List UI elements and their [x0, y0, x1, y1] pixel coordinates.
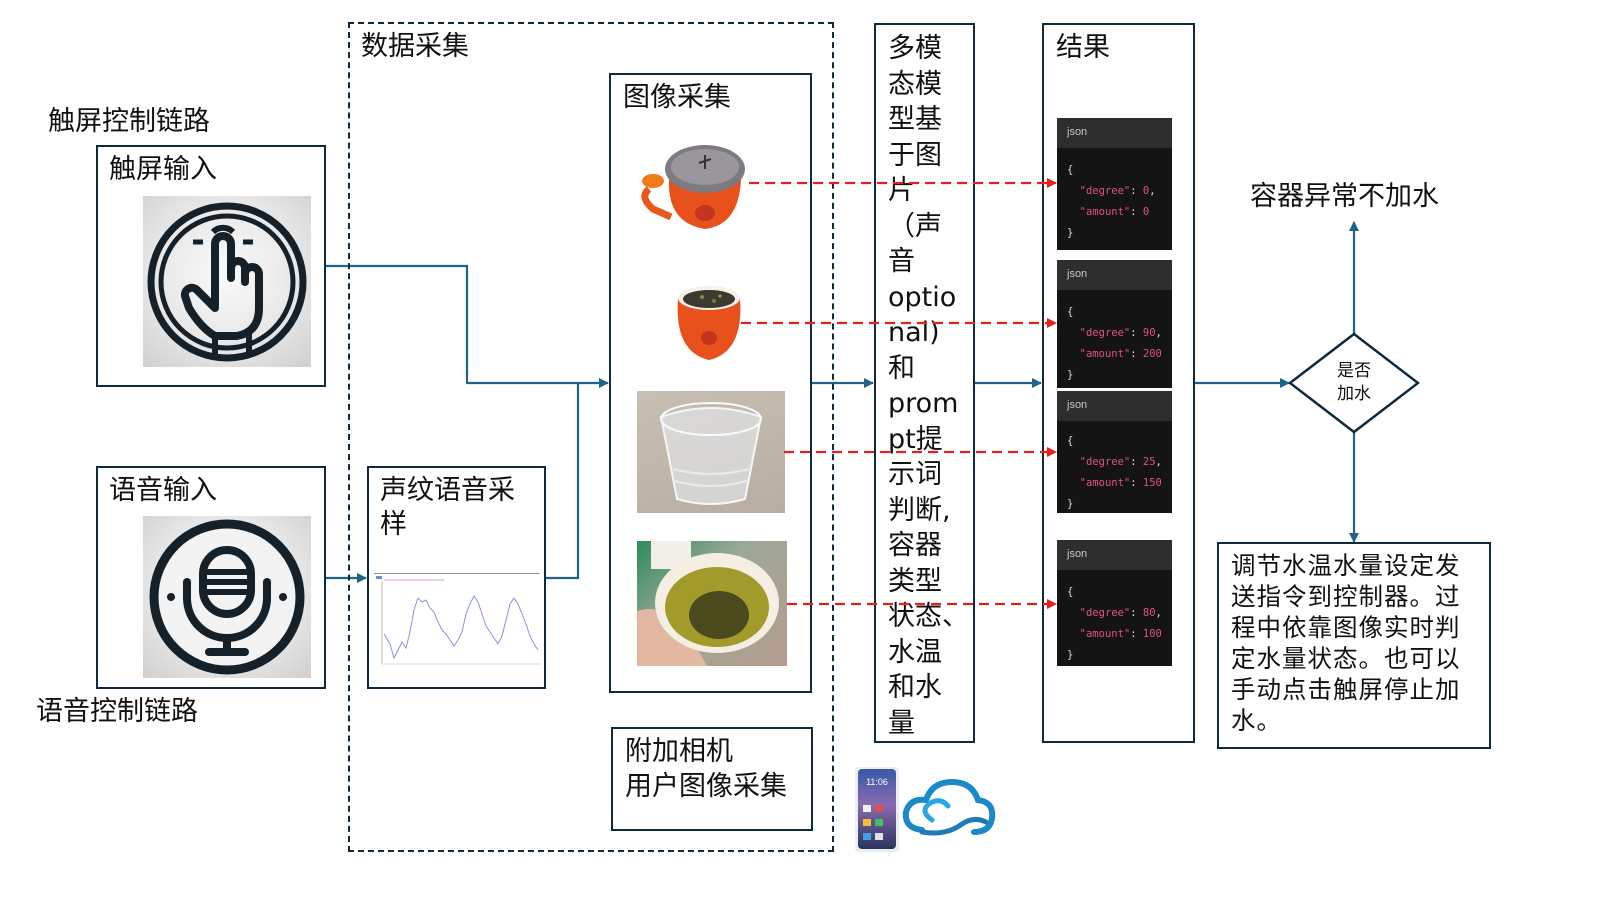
- json-result-card: json { "degree": 90, "amount": 200 }: [1057, 260, 1172, 388]
- model-text-line: 型基: [888, 104, 942, 135]
- model-text-line: nal): [888, 317, 940, 348]
- paper-cup-with-tea-image: [637, 541, 787, 666]
- voiceprint-sampling-title: 声纹语音采样: [380, 475, 515, 540]
- model-text-line: 类型: [888, 565, 942, 597]
- degree-value: 25: [1142, 456, 1156, 468]
- model-text-line: 片: [888, 175, 915, 206]
- model-text-line: 量: [888, 707, 915, 739]
- amount-value: 0: [1142, 206, 1150, 218]
- model-text-line: 水温: [888, 636, 942, 668]
- decision-label-line1: 是否: [1337, 361, 1371, 381]
- model-text-line: 音: [888, 246, 915, 277]
- model-text-line: 和水: [888, 672, 942, 703]
- model-text-line: pt提: [888, 423, 943, 455]
- model-text-line: 容器: [888, 530, 942, 561]
- model-text-line: 示词: [888, 459, 942, 490]
- extra-camera-line1: 附加相机: [625, 736, 733, 767]
- extra-camera-box: 附加相机 用户图像采集: [611, 727, 813, 831]
- results-title: 结果: [1056, 32, 1110, 63]
- amount-value: 150: [1142, 477, 1162, 489]
- degree-value: 0: [1142, 185, 1150, 197]
- model-text-line: 和: [888, 352, 915, 384]
- add-water-action-box: 调节水温水量设定发送指令到控制器。过程中依靠图像实时判定水量状态。也可以手动点击…: [1217, 542, 1491, 749]
- image-capture-title: 图像采集: [623, 82, 731, 113]
- model-text-line: （声: [888, 210, 942, 242]
- sampling-to-image-connector: [545, 383, 580, 580]
- model-text-line: optio: [888, 281, 957, 313]
- json-result-card: json { "degree": 80, "amount": 100 }: [1057, 540, 1172, 666]
- model-text-line: 于图: [888, 139, 942, 171]
- model-text-line: 状态、: [888, 601, 969, 632]
- json-result-card: json { "degree": 25, "amount": 150 }: [1057, 391, 1172, 513]
- touch-to-image-connector: [325, 264, 609, 388]
- voice-input-box: 语音输入: [96, 466, 326, 689]
- multimodal-model-description: 多模态模型基于图片 （声音 optio nal) 和 prom pt提示词判断, 容器类型状态…: [888, 31, 969, 741]
- multimodal-model-box: 多模态模型基于图片 （声音 optio nal) 和 prom pt提示词判断, 容器类型状态…: [874, 23, 975, 743]
- amount-value: 100: [1142, 628, 1162, 640]
- decision-label-line2: 加水: [1337, 384, 1371, 404]
- model-text-line: 态模: [888, 68, 942, 100]
- degree-value: 90: [1142, 327, 1156, 339]
- model-text-line: 判断,: [888, 494, 951, 526]
- decision-diamond: [1288, 332, 1420, 434]
- extra-camera-line2: 用户图像采集: [625, 771, 787, 802]
- no-water-label: 容器异常不加水: [1250, 181, 1439, 212]
- touch-chain-label: 触屏控制链路: [48, 106, 210, 137]
- json-result-card: json { "degree": 0, "amount": 0 }: [1057, 118, 1172, 250]
- microphone-icon: [143, 516, 311, 678]
- json-card-header: json: [1057, 391, 1172, 421]
- data-collection-region: [348, 22, 834, 852]
- json-card-header: json: [1057, 540, 1172, 570]
- phone-time: 11:06: [866, 777, 888, 787]
- smartphone-icon: 11:06: [855, 767, 899, 852]
- voice-input-title: 语音输入: [109, 475, 217, 506]
- cloud-icon: [902, 778, 996, 836]
- json-card-header: json: [1057, 260, 1172, 290]
- orange-mug-with-lid-image: [639, 139, 749, 235]
- touch-hand-icon: [143, 196, 311, 367]
- orange-cup-with-tea-leaves-image: [674, 282, 744, 362]
- waveform-chart: [374, 573, 540, 669]
- data-collection-title: 数据采集: [361, 31, 469, 62]
- add-water-action-text: 调节水温水量设定发送指令到控制器。过程中依靠图像实时判定水量状态。也可以手动点击…: [1231, 551, 1461, 735]
- degree-value: 80: [1142, 607, 1156, 619]
- model-text-line: 多模: [888, 33, 942, 64]
- model-text-line: prom: [888, 388, 959, 419]
- voiceprint-sampling-box: 声纹语音采样: [367, 466, 546, 689]
- amount-value: 200: [1142, 348, 1162, 360]
- empty-glass-cup-image: [637, 391, 785, 513]
- touch-input-box: 触屏输入: [96, 145, 326, 387]
- image-capture-box: 图像采集: [609, 73, 812, 693]
- touch-input-title: 触屏输入: [109, 154, 217, 185]
- json-card-header: json: [1057, 118, 1172, 148]
- voice-chain-label: 语音控制链路: [36, 696, 198, 727]
